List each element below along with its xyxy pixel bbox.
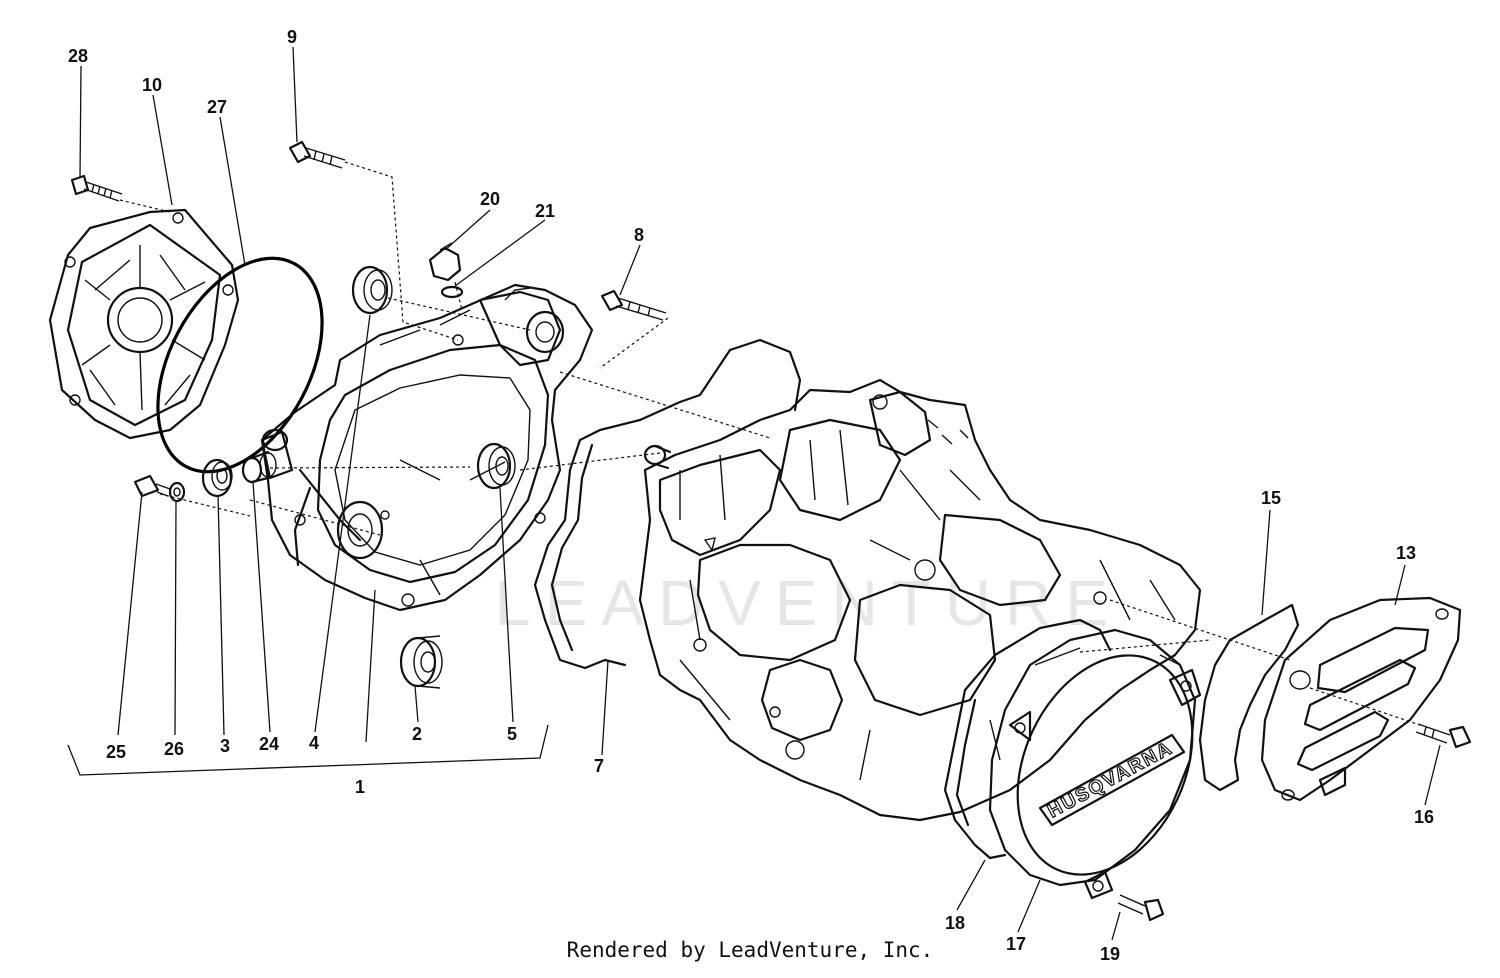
- callout-15: 15: [1261, 488, 1281, 508]
- part-21-o-ring-small[interactable]: [440, 285, 464, 299]
- part-8-bolt[interactable]: [600, 289, 667, 321]
- callout-25: 25: [106, 742, 126, 762]
- part-19-bolt[interactable]: [1117, 894, 1165, 922]
- part-16-bolt[interactable]: [1415, 723, 1472, 749]
- part-10-outer-cover[interactable]: [48, 208, 240, 440]
- watermark-text: LEADVENTURE: [495, 567, 1122, 639]
- part-25-bolt[interactable]: [133, 474, 171, 498]
- leader-lines: [67, 46, 1441, 941]
- part-28-bolt[interactable]: [70, 174, 123, 202]
- callout-10: 10: [142, 75, 162, 95]
- cover-brand-text: HUSQVARNA: [1044, 738, 1176, 823]
- part-3-seal[interactable]: [201, 458, 233, 498]
- callout-2: 2: [412, 724, 422, 744]
- callout-1: 1: [355, 777, 365, 797]
- part-5-bearing[interactable]: [476, 442, 516, 490]
- part-9-bolt[interactable]: [288, 140, 346, 169]
- part-4-bearing[interactable]: [351, 265, 393, 315]
- part-17-ignition-cover[interactable]: HUSQVARNA: [984, 627, 1226, 903]
- callout-20: 20: [480, 189, 500, 209]
- callout-27: 27: [207, 97, 227, 117]
- callout-13: 13: [1396, 543, 1416, 563]
- callout-28: 28: [68, 46, 88, 66]
- part-26-washer[interactable]: [168, 481, 186, 503]
- callout-9: 9: [287, 27, 297, 47]
- callout-24: 24: [259, 734, 279, 754]
- callout-17: 17: [1006, 934, 1026, 954]
- callout-7: 7: [594, 756, 604, 776]
- part-15-gasket[interactable]: [1198, 603, 1300, 792]
- crankcase-main: [638, 378, 1202, 822]
- callout-21: 21: [535, 201, 555, 221]
- part-20-plug[interactable]: [428, 242, 462, 282]
- callout-26: 26: [164, 739, 184, 759]
- callout-16: 16: [1414, 807, 1434, 827]
- part-1-inner-cover[interactable]: [260, 283, 594, 612]
- callout-5: 5: [507, 724, 517, 744]
- part-7-gasket[interactable]: [533, 338, 802, 670]
- callout-4: 4: [309, 733, 319, 753]
- callout-19: 19: [1100, 944, 1120, 964]
- callout-8: 8: [634, 225, 644, 245]
- footer-credit: Rendered by LeadVenture, Inc.: [566, 938, 934, 962]
- alignment-lines: [119, 161, 1421, 726]
- callout-18: 18: [945, 913, 965, 933]
- callout-labels: 28 10 27 9 20 21 8 25 26 3 24 4 2 5 7 1 …: [68, 27, 1434, 964]
- part-2-bearing[interactable]: [399, 635, 443, 689]
- callout-3: 3: [220, 736, 230, 756]
- part-27-o-ring[interactable]: [124, 231, 356, 500]
- part-13-sprocket-cover[interactable]: [1260, 596, 1462, 802]
